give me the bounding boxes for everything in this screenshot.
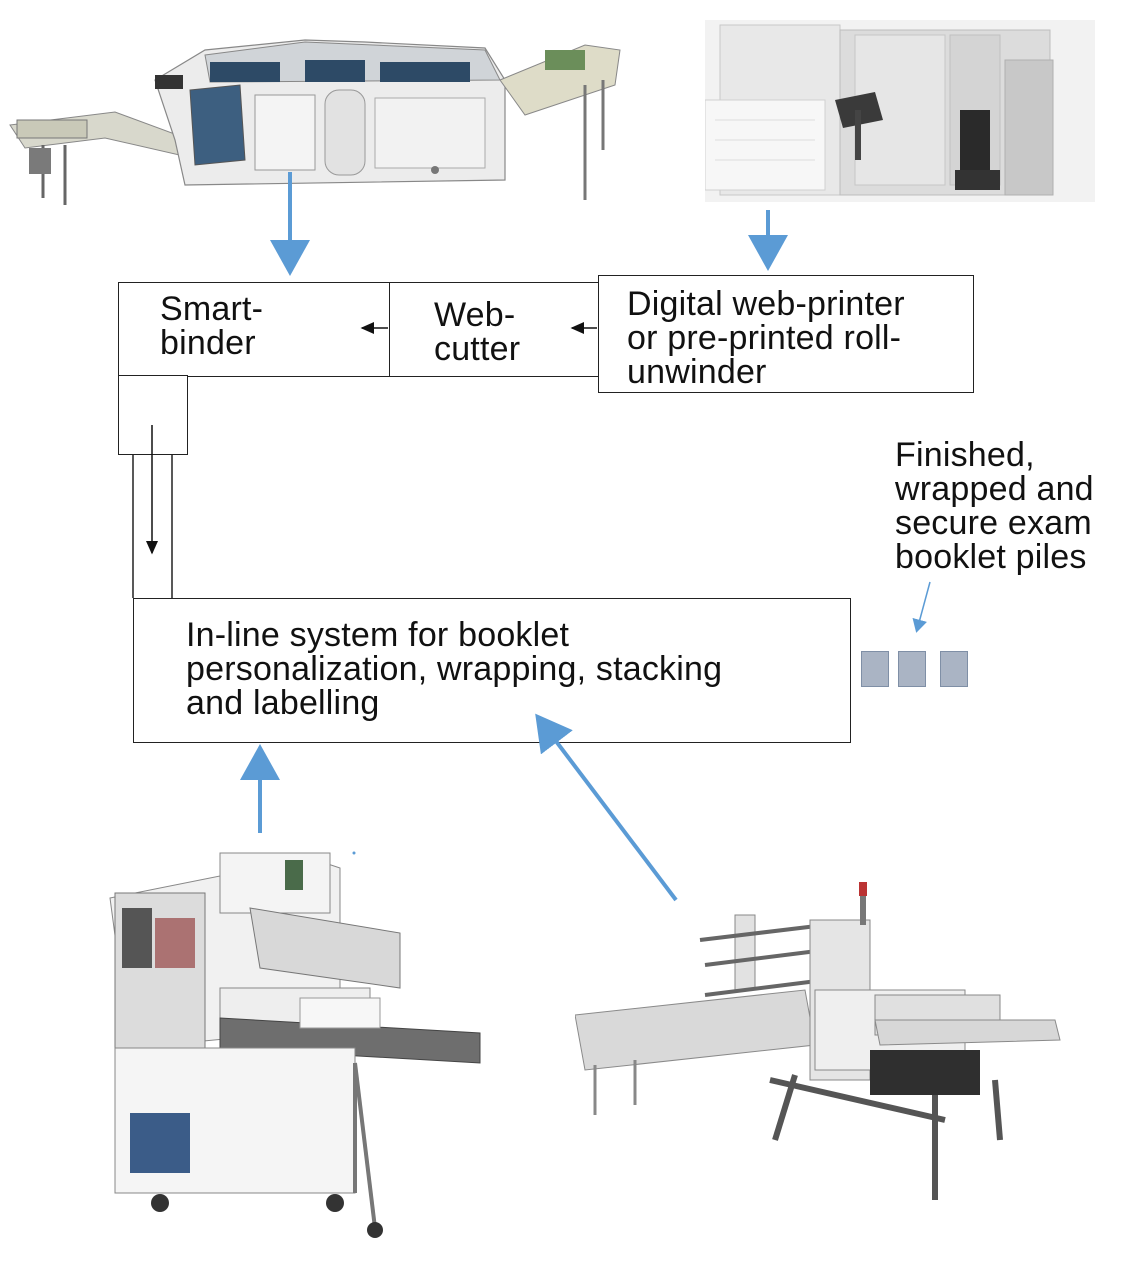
connector-box [118,375,188,455]
smart-binder-label: Smart- binder [160,290,264,362]
web-cutter-label: Web- cutter [434,296,521,368]
inline-system-box [133,598,851,743]
booklet-pile [898,651,926,687]
flow-wrapper-icon [575,880,1070,1205]
binder-machine-icon [5,20,635,205]
finished-piles-annotation: Finished, wrapped and secure exam bookle… [895,436,1094,576]
annotation-pointer [912,581,931,633]
booklet-pile [861,651,889,687]
smart-binder-box [118,282,391,377]
digital-printer-box [598,275,974,393]
wrapper-machine-icon [100,848,490,1238]
flow-arrow [535,713,678,902]
inline-system-label: In-line system for booklet personalizati… [186,616,723,722]
digital-printer-label: Digital web-printer or pre-printed roll-… [627,285,905,391]
booklet-pile [940,651,968,687]
printer-machine-icon [705,20,1095,202]
web-cutter-box [389,282,600,377]
